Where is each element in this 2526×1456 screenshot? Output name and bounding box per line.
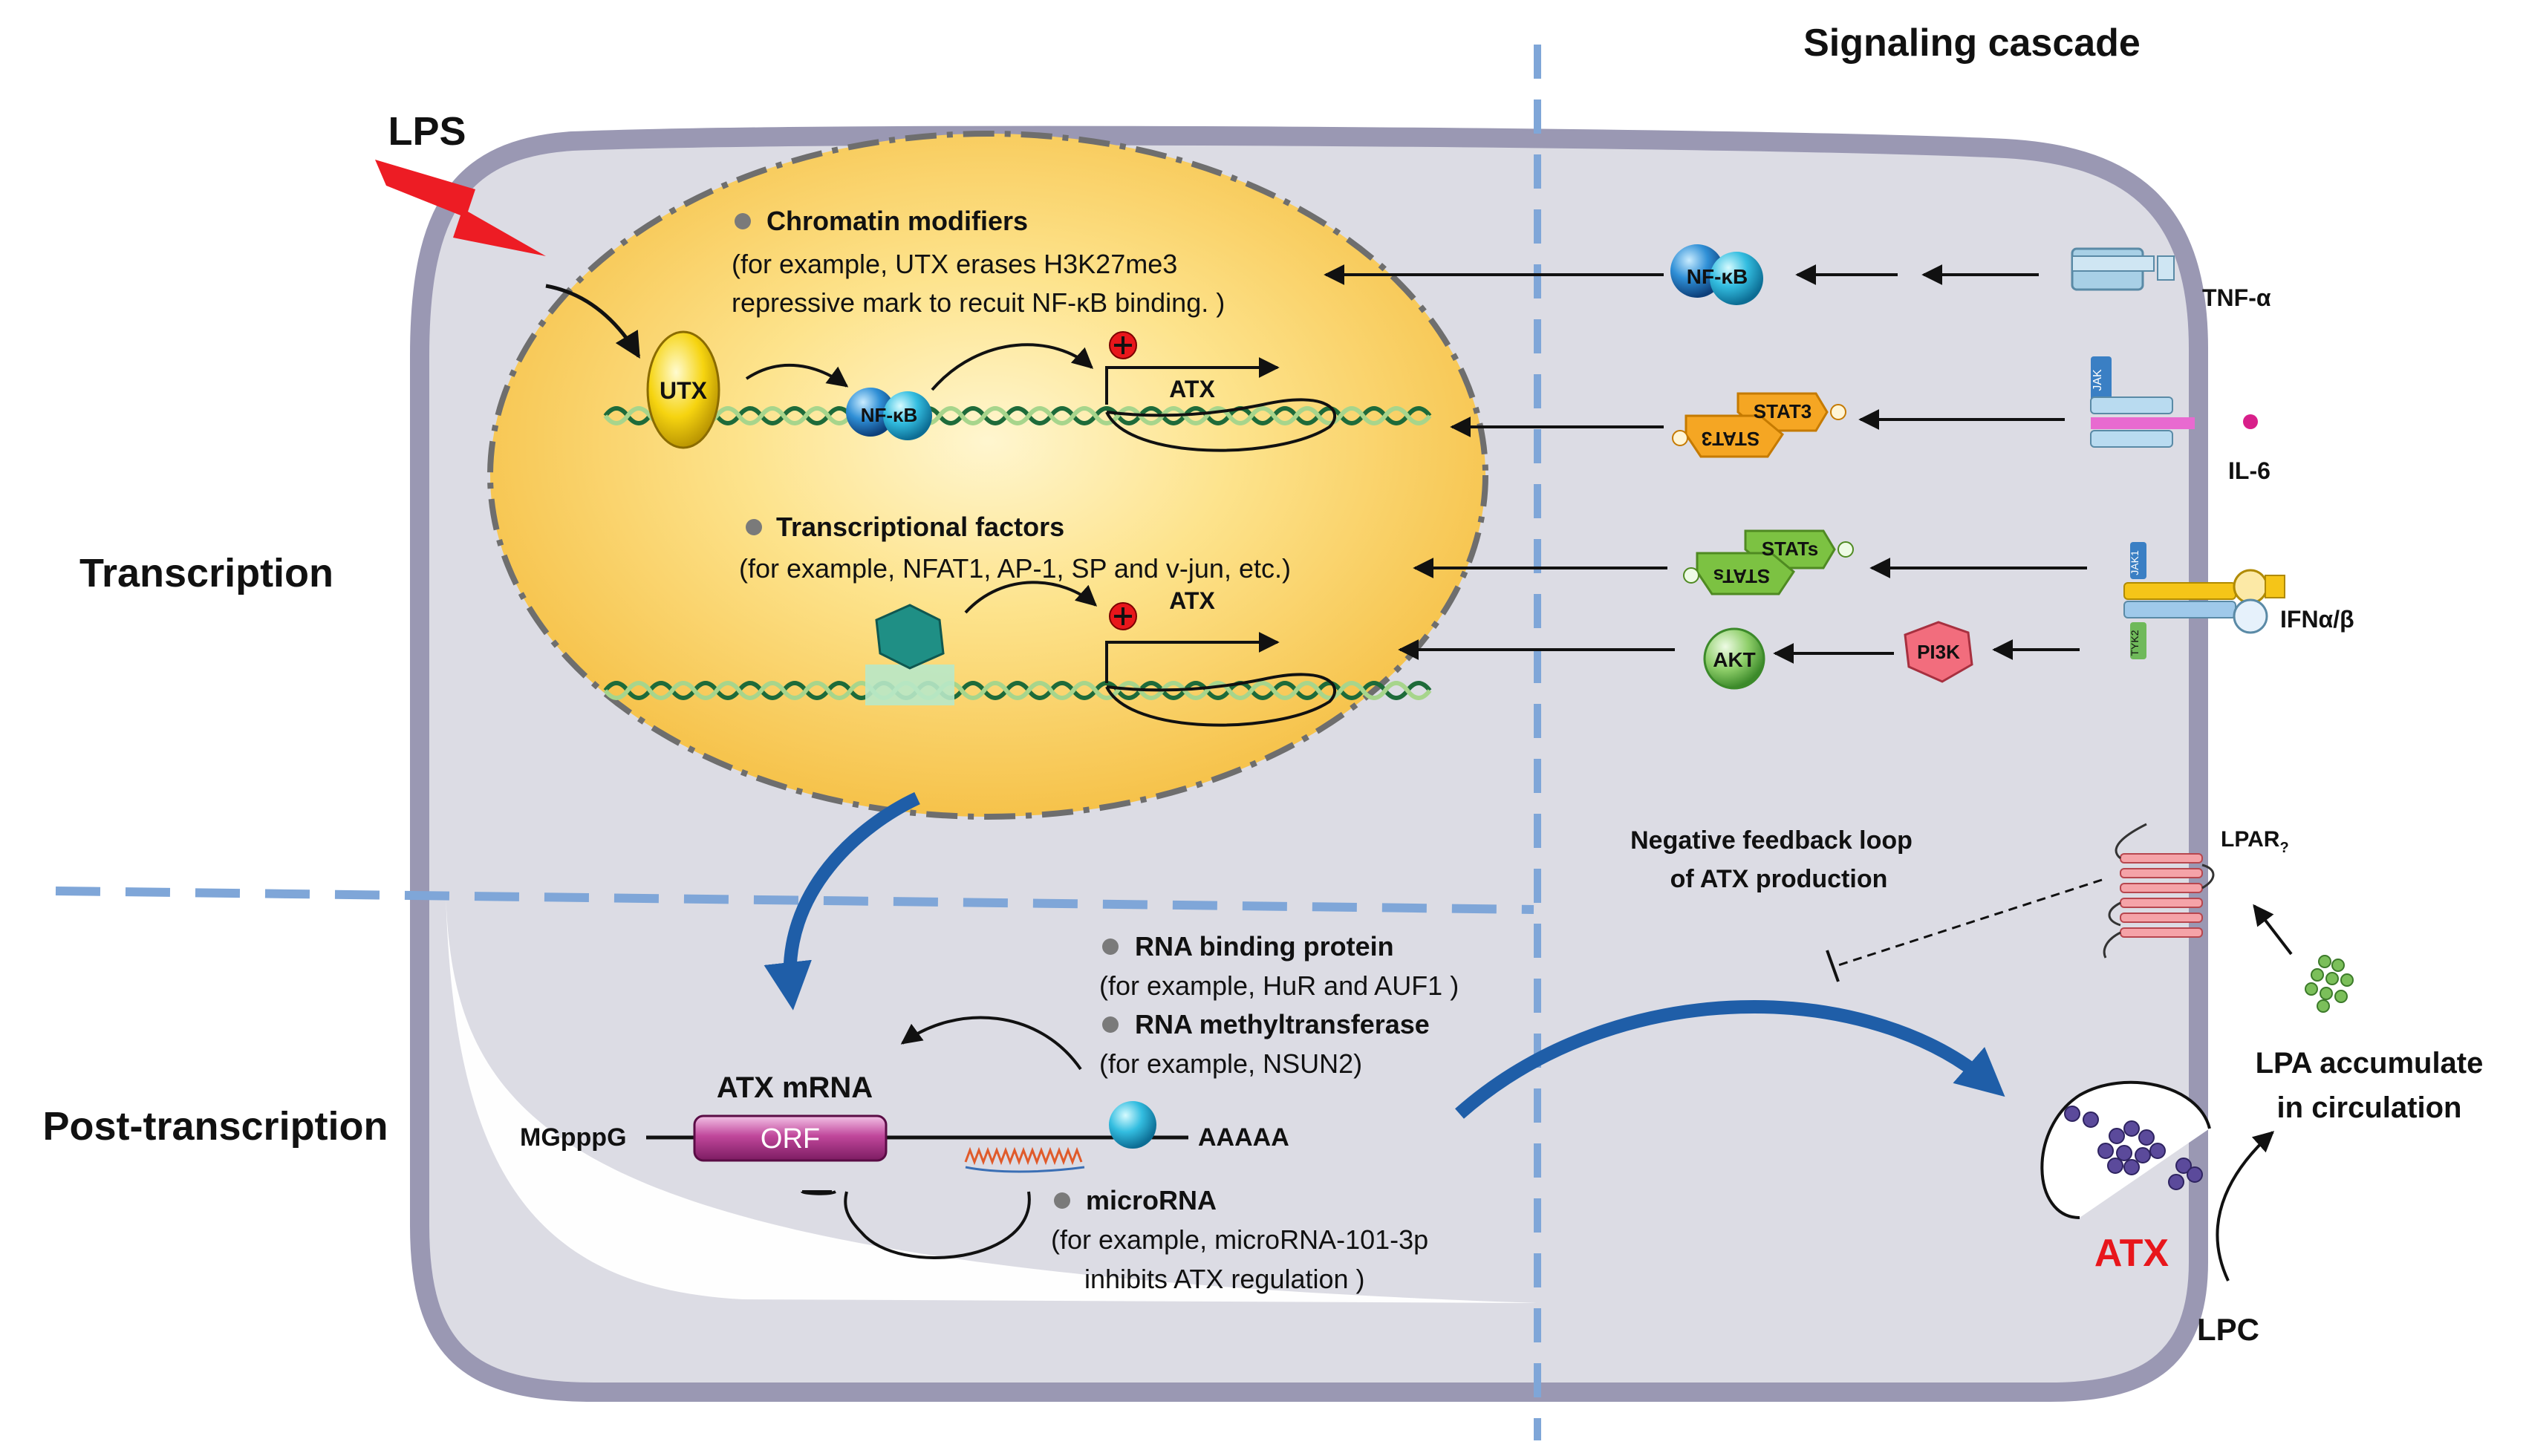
rbp-bullet (1102, 938, 1119, 955)
tnf-receptor-icon (2071, 247, 2175, 291)
tf-to-gene-arrow (964, 581, 1098, 614)
mirna-line2: inhibits ATX regulation ) (1084, 1264, 1365, 1294)
orf-box (693, 1114, 888, 1162)
atx-particles-icon (2064, 1106, 2203, 1190)
chromatin-line1: (for example, UTX erases H3K27me3 (732, 249, 1177, 279)
lps-lightning-icon (375, 160, 546, 256)
pi3k-icon (1904, 621, 1973, 683)
nfkb-to-gene-arrow (931, 343, 1094, 391)
utx-label: UTX (660, 377, 708, 404)
nfkb-signal-ball-right (1710, 252, 1763, 305)
dna-strand-1 (603, 406, 1432, 425)
nucleus (487, 131, 1488, 820)
mirna-bullet (1054, 1192, 1070, 1209)
atx-gene-label-2: ATX (1169, 587, 1215, 614)
nfkb-signal-label: NF-κB (1687, 265, 1748, 288)
rbp-to-mrna-arrow (900, 1016, 1082, 1071)
post-transcription-title: Post-transcription (42, 1104, 388, 1149)
microrna-strand-icon (964, 1146, 1083, 1166)
gene-loop-1 (1105, 398, 1337, 452)
dna-strand-2 (603, 681, 1432, 700)
mrna-title: ATX mRNA (717, 1071, 873, 1104)
polya-label: AAAAA (1198, 1123, 1289, 1152)
chromatin-title: Chromatin modifiers (766, 206, 1028, 236)
stats-dimer-icon (1683, 529, 1854, 595)
secretion-arrow (1455, 1000, 2005, 1119)
ifn-receptor-icon (2123, 542, 2285, 659)
tf-title: Transcriptional factors (776, 512, 1064, 542)
chromatin-line2: repressive mark to recuit NF-κB binding.… (732, 287, 1225, 318)
horizontal-divider (55, 887, 1534, 914)
rbp-line1: (for example, HuR and AUF1 ) (1099, 970, 1459, 1001)
nucleus-to-mrna-arrow (764, 791, 920, 1011)
tf-bullet (746, 519, 762, 535)
signaling-cascade-title: Signaling cascade (1803, 22, 2141, 65)
stats-label-a: STATs (1762, 538, 1819, 560)
tf-line1: (for example, NFAT1, AP-1, SP and v-jun,… (739, 553, 1291, 584)
lpa-molecules-icon (2305, 955, 2354, 1013)
stat3-label-b: STAT3 (1702, 428, 1760, 450)
akt-icon (1703, 627, 1765, 690)
jak-label: JAK (2092, 369, 2104, 391)
rbp-title: RNA binding protein (1135, 931, 1394, 962)
mtase-line1: (for example, NSUN2) (1099, 1048, 1362, 1079)
tf-hexagon-icon (875, 604, 945, 670)
lps-arrow (545, 284, 641, 359)
lpc-label: LPC (2197, 1312, 2259, 1347)
stats-label-b: STATs (1713, 565, 1771, 587)
nfkb-nucleus-label: NF-κB (861, 404, 918, 426)
jak1-label: JAK1 (2129, 550, 2141, 575)
pi3k-label: PI3K (1917, 641, 1960, 663)
mtase-title: RNA methyltransferase (1135, 1009, 1430, 1039)
tf-binding-box (865, 665, 954, 705)
gene-tss-arrow-2 (1105, 632, 1280, 683)
il6-receptor-icon (2090, 356, 2258, 448)
tnf-label: TNF-α (2202, 284, 2271, 311)
atx-gene-label-1: ATX (1169, 376, 1215, 402)
mirna-inhibition-arc (844, 1191, 1031, 1259)
utx-protein (646, 330, 720, 449)
lpar-receptor-icon (2103, 823, 2215, 959)
nfkb-nucleus-ball-left (846, 388, 895, 437)
lpc-to-lpa-arrow (2216, 1131, 2275, 1282)
transcription-title: Transcription (79, 551, 333, 595)
il6-label: IL-6 (2228, 457, 2271, 484)
mtase-bullet (1102, 1016, 1119, 1033)
lpar-label: LPAR? (2221, 827, 2289, 856)
akt-label: AKT (1713, 648, 1756, 671)
utx-to-nfkb-arrow (745, 363, 849, 388)
stat3-label-a: STAT3 (1754, 400, 1812, 422)
orf-label: ORF (761, 1123, 820, 1155)
nfkb-nucleus-ball-right (883, 391, 932, 440)
mirna-title: microRNA (1086, 1185, 1217, 1215)
feedback-line2: of ATX production (1670, 865, 1888, 893)
cap-label: MGpppG (520, 1123, 627, 1152)
feedback-dashed-line (1837, 878, 2103, 967)
lpa-to-lpar-arrow (2253, 904, 2293, 956)
ifn-label: IFNα/β (2280, 606, 2354, 633)
lpa-accumulate-line2: in circulation (2277, 1091, 2462, 1124)
feedback-inhibition-bar (1826, 950, 1840, 982)
lps-label: LPS (388, 109, 466, 154)
stat3-dimer-icon (1672, 392, 1846, 458)
gene-tss-arrow-1 (1105, 357, 1280, 405)
tyk2-label: TYK2 (2129, 630, 2141, 656)
mirna-line1: (for example, microRNA-101-3p (1051, 1224, 1428, 1255)
gene-loop-2 (1105, 673, 1337, 727)
atx-secreted-label: ATX (2094, 1232, 2169, 1275)
lpa-accumulate-line1: LPA accumulate (2256, 1047, 2484, 1080)
chromatin-bullet (735, 213, 751, 229)
rbp-ball-icon (1109, 1101, 1156, 1149)
feedback-line1: Negative feedback loop (1630, 826, 1913, 855)
